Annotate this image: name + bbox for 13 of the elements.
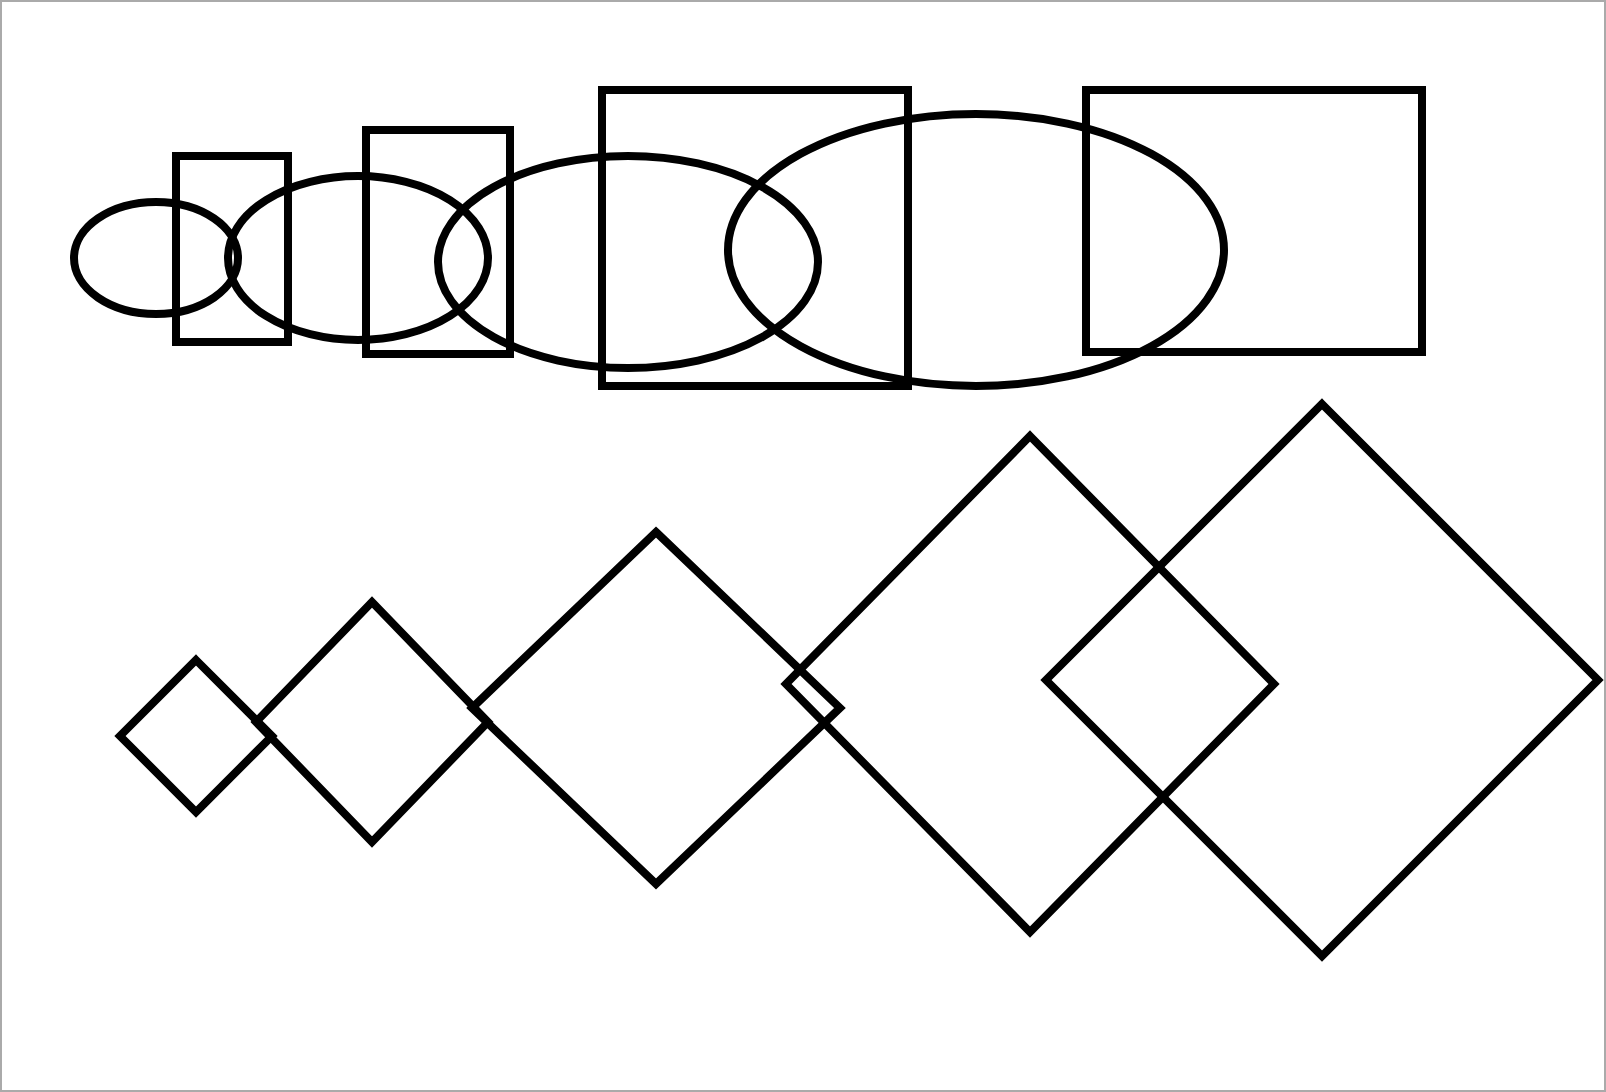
- ellipse-shape: [224, 172, 492, 344]
- diamond-shape: [252, 598, 492, 846]
- ellipse-shape: [70, 198, 242, 318]
- ellipse-shape: [434, 152, 822, 372]
- diamond-shape: [116, 656, 276, 816]
- rectangle-shape: [598, 86, 912, 390]
- diamond-shape: [468, 528, 844, 888]
- ellipse-shape: [724, 110, 1228, 390]
- diamond-shape: [782, 432, 1278, 936]
- rectangle-shape: [1082, 86, 1426, 356]
- diamond-shape: [1042, 400, 1602, 960]
- rectangle-shape: [362, 126, 514, 358]
- rectangle-shape: [172, 152, 292, 346]
